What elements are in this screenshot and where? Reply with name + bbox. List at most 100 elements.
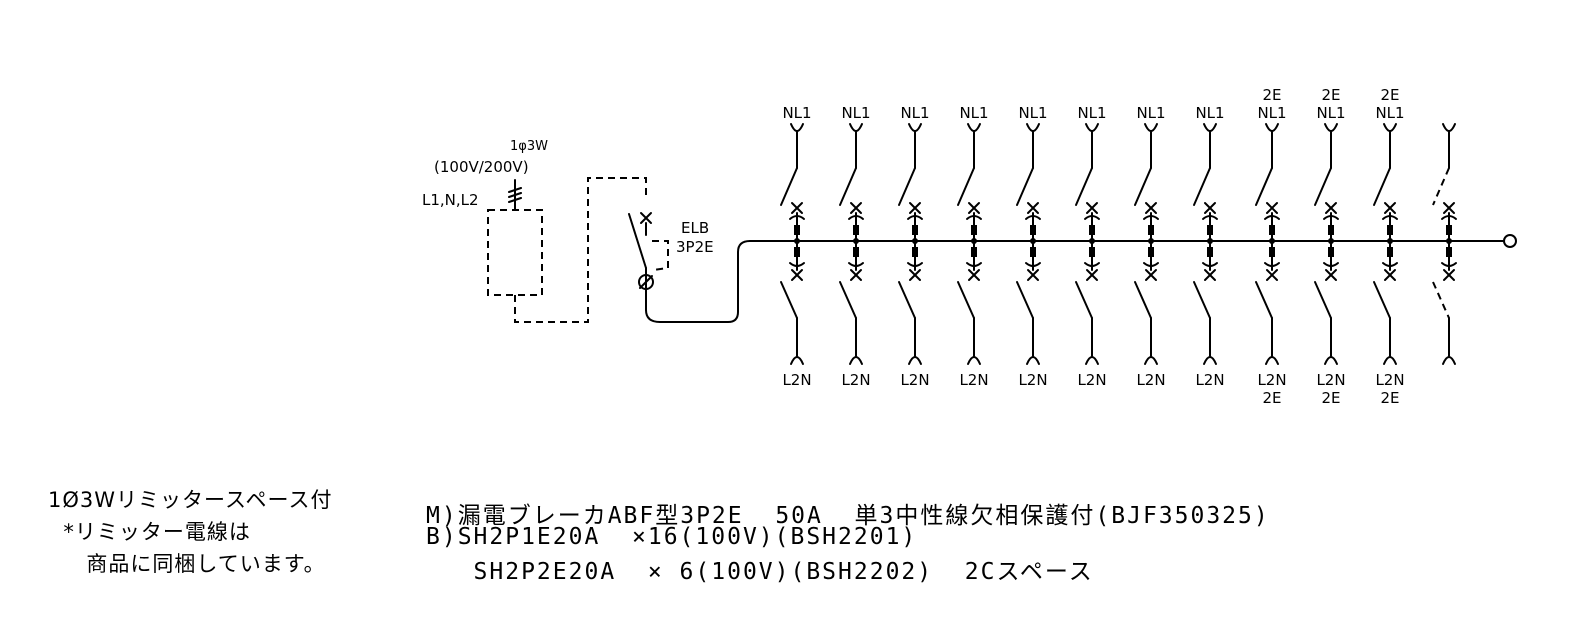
terminal-arc — [1203, 123, 1217, 132]
branch-10-bottom-label-1: L2N — [1316, 371, 1345, 389]
bottom-blade — [957, 281, 975, 319]
bottom-blade — [1075, 281, 1093, 319]
supply-voltage-label: (100V/200V) — [434, 158, 529, 176]
top-blade — [780, 167, 798, 206]
bottom-blade — [1016, 281, 1034, 319]
top-blade — [1134, 167, 1152, 206]
branch-6-top-label: NL1 — [1077, 104, 1106, 122]
branch-10-bottom-label-2: 2E — [1321, 389, 1340, 407]
terminal-arc — [1442, 123, 1456, 132]
branch-labels: NL1 L2N NL1 L2N NL1 L2N NL1 L2N NL1 L2N … — [782, 86, 1404, 407]
terminal-arc — [1383, 123, 1397, 132]
top-blade — [1373, 167, 1391, 206]
note-line-2: *リミッター電線は — [48, 520, 251, 544]
breaker-body — [1030, 225, 1036, 235]
terminal-arc — [1085, 123, 1099, 132]
bottom-blade — [898, 281, 916, 319]
bottom-blade — [1373, 281, 1391, 319]
terminal-arc — [967, 356, 981, 365]
bus-junction — [1030, 238, 1036, 244]
breaker-body — [1089, 225, 1095, 235]
branch-breaker-1 — [780, 123, 805, 365]
branch-breaker-8 — [1193, 123, 1218, 365]
terminal-arc — [1324, 356, 1338, 365]
branch-9-bottom-label-2: 2E — [1262, 389, 1281, 407]
branch-4-bottom-label: L2N — [959, 371, 988, 389]
main-breaker-name: ELB — [681, 219, 709, 237]
breaker-body — [1387, 225, 1393, 235]
note-line-1: 1Ø3Wリミッタースペース付 — [48, 488, 333, 512]
bottom-blade — [1193, 281, 1211, 319]
limiter-space-box — [487, 209, 543, 296]
branch-9-top-label-1: 2E — [1262, 86, 1281, 104]
terminal-arc — [1026, 356, 1040, 365]
terminal-arc — [1265, 356, 1279, 365]
top-blade — [1432, 167, 1450, 206]
breaker-body — [1269, 225, 1275, 235]
three-wire-ticks — [508, 179, 522, 211]
branch-breaker-10 — [1314, 123, 1339, 365]
supply-lines-label: L1,N,L2 — [422, 191, 479, 209]
note-line-3: 商品に同梱しています。 — [48, 552, 326, 576]
branch-8-bottom-label: L2N — [1195, 371, 1224, 389]
terminal-arc — [790, 356, 804, 365]
bus-junction — [1207, 238, 1213, 244]
branch-11-bottom-label-1: L2N — [1375, 371, 1404, 389]
feed-wire — [645, 240, 751, 323]
spec-main-breaker: M)漏電ブレーカABF型3P2E 50A 単3中性線欠相保護付(BJF35032… — [426, 503, 1270, 529]
breaker-body — [1446, 225, 1452, 235]
bottom-blade — [1134, 281, 1152, 319]
breaker-body — [912, 225, 918, 235]
branch-breakers — [780, 123, 1457, 365]
top-blade — [1075, 167, 1093, 206]
branch-breaker-9 — [1255, 123, 1280, 365]
branch-breaker-11 — [1373, 123, 1398, 365]
top-blade — [839, 167, 857, 206]
branch-8-top-label: NL1 — [1195, 104, 1224, 122]
terminal-arc — [908, 123, 922, 132]
top-blade — [1314, 167, 1332, 206]
bottom-blade — [1432, 281, 1450, 319]
supply-phase-label: 1φ3W — [510, 139, 548, 154]
terminal-arc — [849, 356, 863, 365]
branch-7-top-label: NL1 — [1136, 104, 1165, 122]
branch-breaker-3 — [898, 123, 923, 365]
terminal-arc — [1265, 123, 1279, 132]
branch-5-top-label: NL1 — [1018, 104, 1047, 122]
terminal-arc — [849, 123, 863, 132]
branch-10-top-label-1: 2E — [1321, 86, 1340, 104]
bus-terminal — [1503, 234, 1517, 248]
bottom-blade — [1314, 281, 1332, 319]
branch-breaker-4 — [957, 123, 982, 365]
top-blade — [1016, 167, 1034, 206]
main-breaker-poles: 3P2E — [676, 238, 714, 256]
branch-7-bottom-label: L2N — [1136, 371, 1165, 389]
bus-junction — [1328, 238, 1334, 244]
branch-breaker-2 — [839, 123, 864, 365]
branch-9-bottom-label-1: L2N — [1257, 371, 1286, 389]
bus-junction — [1089, 238, 1095, 244]
branch-11-bottom-label-2: 2E — [1380, 389, 1399, 407]
branch-11-top-label-1: 2E — [1380, 86, 1399, 104]
bus-junction — [1387, 238, 1393, 244]
terminal-arc — [967, 123, 981, 132]
bus-junction — [971, 238, 977, 244]
bus-junction — [853, 238, 859, 244]
terminal-arc — [1324, 123, 1338, 132]
limiter-dashed-wire — [514, 177, 647, 323]
spec-branch-1: B)SH2P1E20A ×16(100V)(BSH2201) — [426, 524, 918, 550]
bottom-blade — [1255, 281, 1273, 319]
terminal-arc — [908, 356, 922, 365]
spec-branch-2: SH2P2E20A × 6(100V)(BSH2202) 2Cスペース — [426, 559, 1094, 585]
top-blade — [957, 167, 975, 206]
branch-5-bottom-label: L2N — [1018, 371, 1047, 389]
branch-3-bottom-label: L2N — [900, 371, 929, 389]
breaker-body — [1328, 225, 1334, 235]
branch-breaker-6 — [1075, 123, 1100, 365]
terminal-arc — [1144, 123, 1158, 132]
branch-9-top-label-2: NL1 — [1257, 104, 1286, 122]
top-blade — [1255, 167, 1273, 206]
top-blade — [898, 167, 916, 206]
terminal-arc — [1144, 356, 1158, 365]
